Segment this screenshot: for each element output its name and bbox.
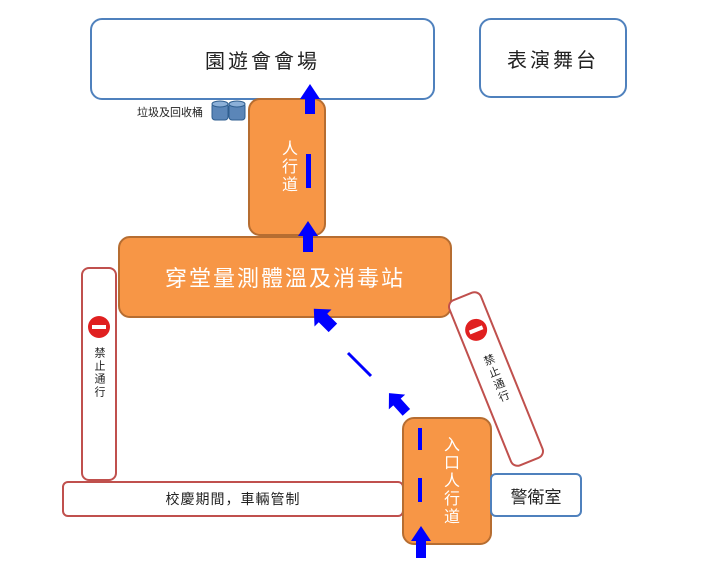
left-blocked-road: 禁止通行 [81,267,117,481]
entrance-walkway-box: 入口人行道 [402,417,492,545]
guard-room-label: 警衛室 [510,487,562,508]
left-blocked-label: 禁止通行 [93,347,106,399]
walkway-top-lane-mark [306,154,311,188]
arrow-up-icon [313,308,338,333]
traffic-control-label: 校慶期間，車輛管制 [165,492,301,508]
traffic-control-road: 校慶期間，車輛管制 [62,481,404,517]
venue-label: 園遊會會場 [205,48,320,73]
trash-bin-icon [211,100,246,121]
station-box: 穿堂量測體溫及消毒站 [118,236,452,318]
entrance-lane-mark [418,428,422,450]
arrow-up-icon [388,393,411,416]
arrow-up-icon [300,84,320,114]
dashed-path [346,351,373,378]
arrow-up-icon [411,526,431,558]
station-label: 穿堂量測體溫及消毒站 [164,267,405,292]
no-entry-icon [88,316,110,338]
stage-label: 表演舞台 [507,47,599,72]
entrance-lane-mark [418,478,422,502]
walkway-top-label: 人行道 [279,140,298,194]
venue-box: 園遊會會場 [90,18,435,100]
stage-box: 表演舞台 [479,18,627,98]
entrance-walkway-label: 入口人行道 [441,436,460,526]
arrow-up-icon [298,221,318,252]
guard-room-box: 警衛室 [490,473,582,517]
bins-label: 垃圾及回收桶 [137,106,203,119]
walkway-top-box: 人行道 [248,98,326,236]
